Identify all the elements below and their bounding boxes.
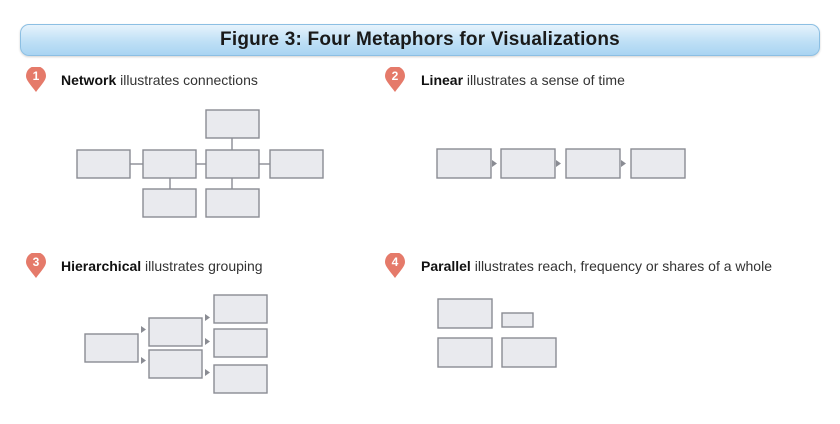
- section-4-heading: Parallel illustrates reach, frequency or…: [421, 258, 772, 274]
- linear-step: [500, 148, 556, 179]
- hierarchy-leaf: [213, 328, 268, 358]
- network-node: [269, 149, 324, 179]
- section-3-description: illustrates grouping: [141, 258, 263, 274]
- hierarchy-leaf: [213, 364, 268, 394]
- badge-number: 1: [32, 69, 40, 83]
- hierarchy-root: [84, 333, 139, 363]
- network-node: [142, 188, 197, 218]
- linear-step: [565, 148, 621, 179]
- badge-1-pin-icon: 1: [25, 66, 47, 92]
- section-1-heading: Network illustrates connections: [61, 72, 258, 88]
- parallel-bar: [501, 337, 557, 368]
- figure-title: Figure 3: Four Metaphors for Visualizati…: [220, 29, 620, 50]
- location-pin-icon: [385, 252, 405, 278]
- network-node: [142, 149, 197, 179]
- section-2-description: illustrates a sense of time: [463, 72, 625, 88]
- location-pin-icon: [26, 66, 46, 92]
- arrow-right-icon: [205, 314, 210, 321]
- arrow-right-icon: [141, 357, 146, 364]
- section-3-heading: Hierarchical illustrates grouping: [61, 258, 263, 274]
- linear-step: [436, 148, 492, 179]
- linear-step: [630, 148, 686, 179]
- network-node: [76, 149, 131, 179]
- hierarchy-branch: [148, 349, 203, 379]
- arrow-right-icon: [141, 326, 146, 333]
- location-pin-icon: [385, 66, 405, 92]
- section-4-description: illustrates reach, frequency or shares o…: [470, 258, 772, 274]
- badge-number: 4: [391, 255, 399, 269]
- location-pin-icon: [26, 252, 46, 278]
- section-3-term: Hierarchical: [61, 258, 142, 274]
- section-4-term: Parallel: [421, 258, 471, 274]
- network-node: [205, 149, 260, 179]
- badge-3-pin-icon: 3: [25, 252, 47, 278]
- badge-number: 2: [391, 69, 399, 83]
- badge-4-pin-icon: 4: [384, 252, 406, 278]
- hierarchy-branch: [148, 317, 203, 347]
- hierarchy-leaf: [213, 294, 268, 324]
- section-2-term: Linear: [421, 72, 464, 88]
- badge-number: 3: [32, 255, 40, 269]
- badge-2-pin-icon: 2: [384, 66, 406, 92]
- parallel-bar: [501, 312, 534, 328]
- title-banner: Figure 3: Four Metaphors for Visualizati…: [20, 24, 820, 56]
- arrow-right-icon: [621, 160, 626, 167]
- arrow-right-icon: [492, 160, 497, 167]
- arrow-right-icon: [205, 369, 210, 376]
- network-node: [205, 188, 260, 218]
- section-2-heading: Linear illustrates a sense of time: [421, 72, 625, 88]
- section-1-term: Network: [61, 72, 117, 88]
- network-node: [205, 109, 260, 139]
- arrow-right-icon: [205, 338, 210, 345]
- parallel-bar: [437, 298, 493, 329]
- section-1-description: illustrates connections: [116, 72, 258, 88]
- arrow-right-icon: [556, 160, 561, 167]
- parallel-bar: [437, 337, 493, 368]
